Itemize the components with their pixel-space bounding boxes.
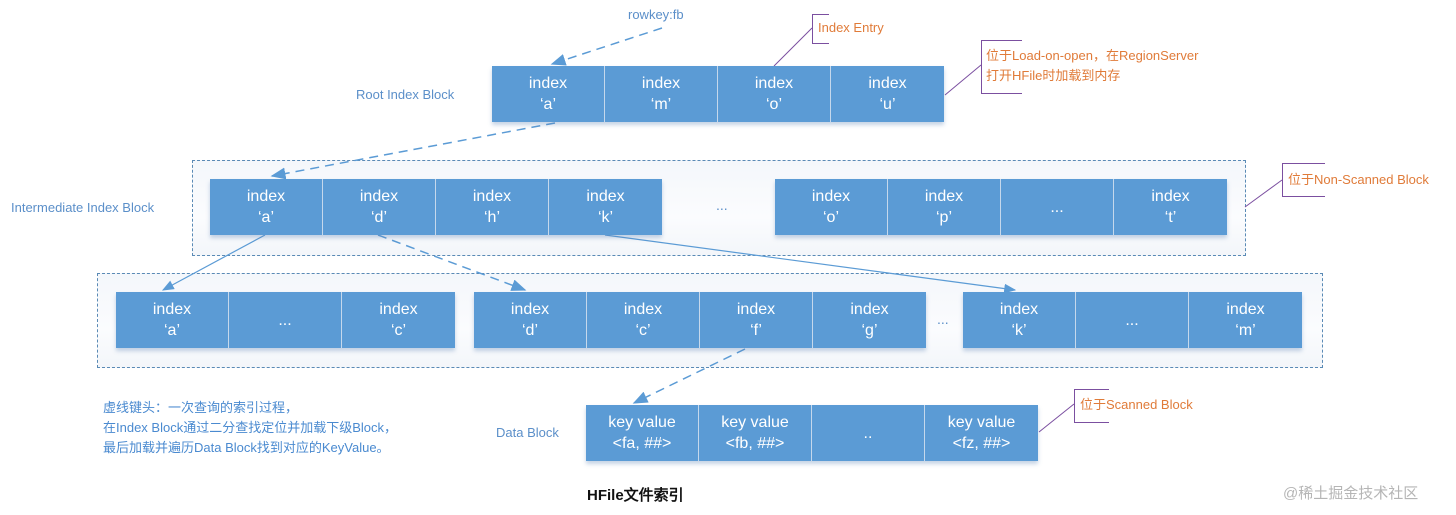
root-index-block-label: Root Index Block: [356, 87, 455, 102]
watermark: @稀土掘金技术社区: [1283, 485, 1419, 502]
leaf-index-entry: ...: [1076, 292, 1189, 348]
leaf-index-entry: index‘m’: [1189, 292, 1302, 348]
leaf-index-entry: index‘f’: [700, 292, 813, 348]
load-on-open-bracket: [981, 40, 1022, 94]
load-on-open-note-line2: 打开HFile时加载到内存: [986, 68, 1121, 83]
leaf-index-block-2: index‘d’ index‘c’ index‘f’ index‘g’: [474, 292, 926, 348]
leaf-ellipsis: ...: [937, 311, 949, 327]
leaf-index-entry: index‘c’: [587, 292, 700, 348]
intermediate-index-entry: index‘p’: [888, 179, 1001, 235]
arrow-rowkey-to-root-a: [550, 27, 663, 66]
leaf-index-entry: index‘a’: [116, 292, 229, 348]
scanned-bracket: [1074, 389, 1109, 423]
root-index-entry: index‘a’: [492, 66, 605, 122]
intermediate-index-entry: ...: [1001, 179, 1114, 235]
data-block-label: Data Block: [496, 425, 559, 440]
root-index-entry: index‘m’: [605, 66, 718, 122]
root-index-entry: index‘u’: [831, 66, 944, 122]
description-line: 虚线键头：一次查询的索引过程，: [103, 400, 299, 415]
index-entry-bracket: [812, 14, 829, 44]
description-text: 虚线键头：一次查询的索引过程， 在Index Block通过二分查找定位并加载下…: [103, 398, 397, 458]
data-block: key value<fa, ##> key value<fb, ##> .. k…: [586, 405, 1038, 461]
root-index-entry: index‘o’: [718, 66, 831, 122]
description-line: 最后加载并遍历Data Block找到对应的KeyValue。: [103, 440, 390, 455]
intermediate-index-entry: index‘d’: [323, 179, 436, 235]
leaf-index-entry: index‘k’: [963, 292, 1076, 348]
non-scanned-bracket: [1282, 163, 1325, 197]
leaf-index-entry: index‘g’: [813, 292, 926, 348]
root-index-block: index‘a’ index‘m’ index‘o’ index‘u’: [492, 66, 944, 122]
leaf-index-entry: ...: [229, 292, 342, 348]
intermediate-ellipsis: ...: [716, 197, 728, 213]
key-value-entry: key value<fb, ##>: [699, 405, 812, 461]
intermediate-index-entry: index‘o’: [775, 179, 888, 235]
leaf-index-entry: index‘d’: [474, 292, 587, 348]
key-value-entry: key value<fz, ##>: [925, 405, 1038, 461]
leaf-index-block-3: index‘k’ ... index‘m’: [963, 292, 1302, 348]
intermediate-index-entry: index‘t’: [1114, 179, 1227, 235]
intermediate-index-entry: index‘k’: [549, 179, 662, 235]
intermediate-index-entry: index‘a’: [210, 179, 323, 235]
leaf-index-entry: index‘c’: [342, 292, 455, 348]
load-on-open-note-line1: 位于Load-on-open，在RegionServer: [986, 48, 1199, 63]
intermediate-index-block-right: index‘o’ index‘p’ ... index‘t’: [775, 179, 1227, 235]
intermediate-index-block-label: Intermediate Index Block: [11, 200, 155, 215]
leader-index-entry: [773, 27, 813, 67]
rowkey-label: rowkey:fb: [628, 7, 684, 22]
leader-non-scanned: [1244, 179, 1283, 208]
leader-scanned: [1038, 403, 1075, 433]
leader-load-on-open: [944, 64, 982, 96]
non-scanned-note: 位于Non-Scanned Block: [1288, 172, 1429, 187]
key-value-entry: ..: [812, 405, 925, 461]
intermediate-index-block-left: index‘a’ index‘d’ index‘h’ index‘k’: [210, 179, 662, 235]
figure-caption: HFile文件索引: [587, 487, 684, 504]
index-entry-note: Index Entry: [818, 20, 884, 35]
intermediate-index-entry: index‘h’: [436, 179, 549, 235]
scanned-note: 位于Scanned Block: [1080, 397, 1193, 412]
description-line: 在Index Block通过二分查找定位并加载下级Block，: [103, 420, 397, 435]
key-value-entry: key value<fa, ##>: [586, 405, 699, 461]
leaf-index-block-1: index‘a’ ... index‘c’: [116, 292, 455, 348]
